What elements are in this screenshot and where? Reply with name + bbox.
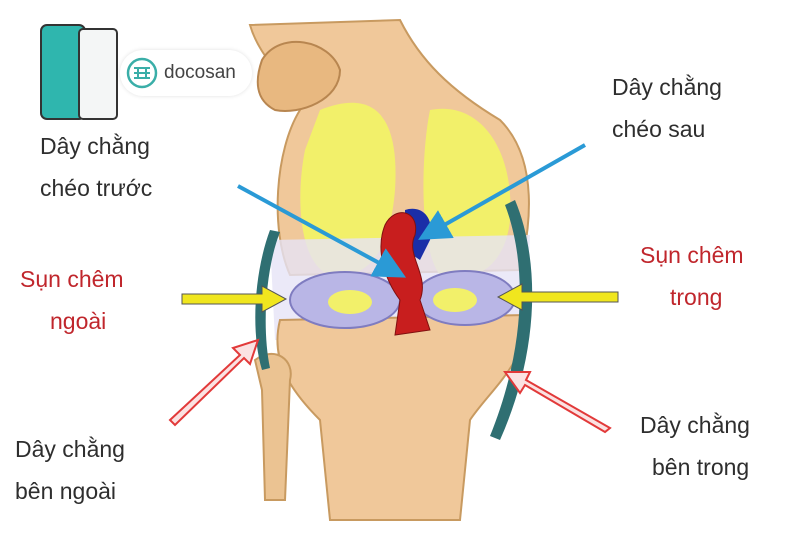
lcl-arrow: [168, 338, 260, 427]
patella: [256, 41, 342, 112]
mcl-label: Dây chằng bên trong: [640, 404, 750, 488]
mcl-label-line2: bên trong: [652, 454, 750, 480]
medial-meniscus-arrow: [496, 283, 619, 311]
pcl-label-line2: chéo sau: [612, 116, 706, 142]
lateral-meniscus-label: Sụn chêm ngoài: [20, 258, 124, 342]
lateral-meniscus-center: [328, 290, 372, 314]
fibula: [253, 353, 292, 501]
pcl-label: Dây chằng chéo sau: [612, 66, 722, 150]
medial-meniscus-label: Sụn chêm trong: [640, 234, 744, 318]
mcl-label-line1: Dây chằng: [640, 412, 750, 438]
lateral-meniscus-arrow: [181, 285, 288, 313]
lcl-label-line2: bên ngoài: [15, 478, 117, 504]
acl-label: Dây chằng chéo trước: [40, 125, 152, 209]
acl-label-line2: chéo trước: [40, 175, 153, 201]
pcl-label-line1: Dây chằng: [612, 74, 722, 100]
lateral-collateral-ligament: [255, 230, 280, 370]
acl-label-line1: Dây chằng: [40, 133, 150, 159]
medial-collateral-ligament: [490, 200, 533, 440]
app-screen-image: [78, 28, 118, 120]
tibia: [276, 313, 527, 521]
docosan-emblem-icon: [126, 57, 158, 89]
medial-meniscus-label-line1: Sụn chêm: [640, 242, 744, 268]
mcl-arrow: [503, 371, 612, 434]
pcl-arrow: [418, 143, 586, 240]
lcl-label: Dây chằng bên ngoài: [15, 428, 125, 512]
lateral-meniscus-label-line1: Sụn chêm: [20, 266, 124, 292]
brand-name: docosan: [164, 62, 236, 83]
medial-meniscus-center: [433, 288, 477, 312]
docosan-logo: docosan: [120, 50, 252, 96]
lcl-label-line1: Dây chằng: [15, 436, 125, 462]
medial-meniscus-label-line2: trong: [670, 284, 723, 310]
lateral-meniscus-label-line2: ngoài: [50, 308, 107, 334]
acl-arrow: [237, 184, 407, 278]
